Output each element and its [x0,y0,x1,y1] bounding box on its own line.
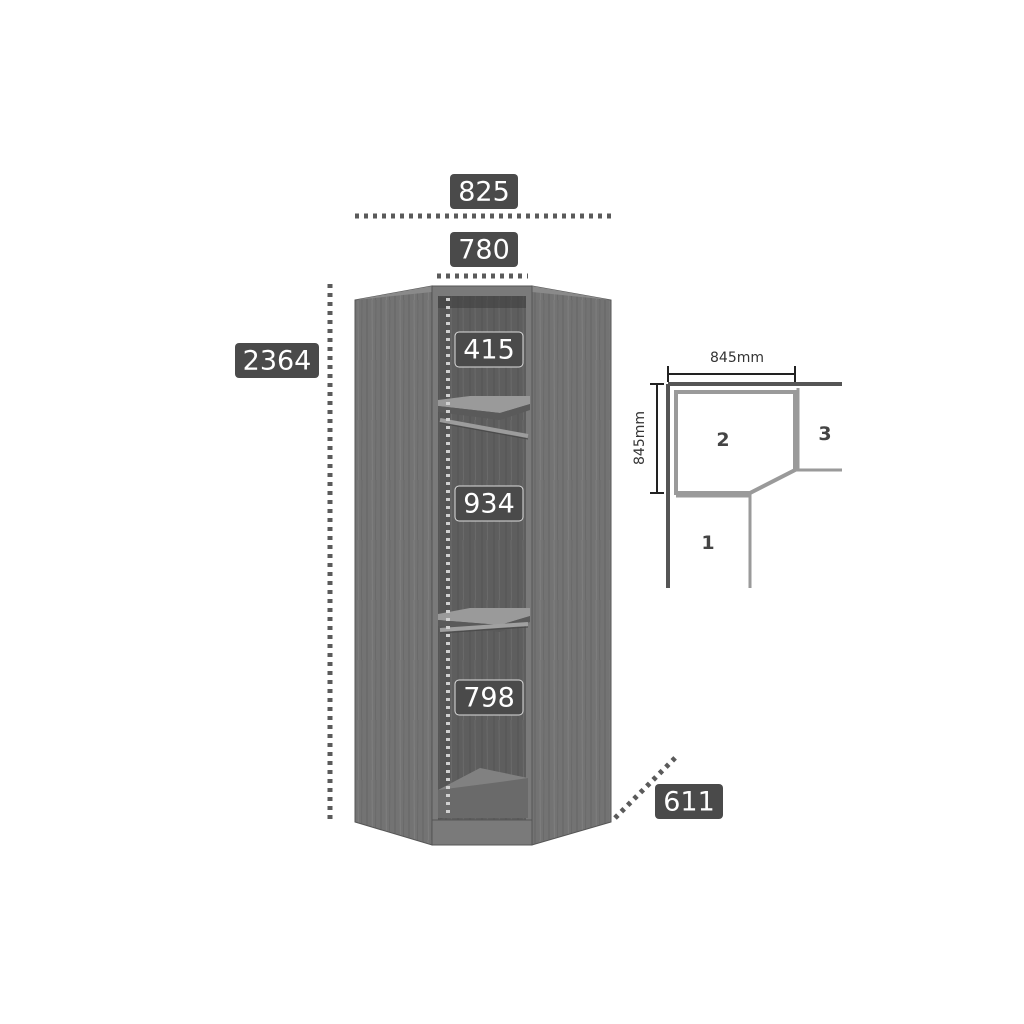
plan-corner-unit [674,390,797,495]
plan-depth-label: 845mm [632,411,648,465]
plan-width-label: 845mm [710,350,764,366]
plan-unit-1 [676,494,752,588]
bottom-space-label: 798 [463,683,515,714]
dimension-lines [327,213,679,822]
wardrobe [354,285,612,846]
top-panel [355,286,611,300]
shelf-lower [438,608,530,634]
depth-label: 611 [663,787,715,818]
badge-middle-space: 934 [454,485,524,522]
zone-1-label: 1 [701,532,714,554]
right-side-panel [531,285,612,846]
middle-space-label: 934 [463,489,515,520]
left-side-panel [354,285,433,846]
badge-total-width: 825 [450,174,518,209]
zone-3-label: 3 [818,423,831,445]
base-panel [431,768,533,846]
inner-back [438,296,526,820]
badge-bottom-space: 798 [454,679,524,716]
badge-inner-width: 780 [450,232,518,267]
depth-line [613,754,679,820]
inner-shade-top [438,296,526,308]
badge-height: 2364 [235,343,319,378]
badge-depth: 611 [655,784,723,819]
height-label: 2364 [243,346,312,377]
total-width-label: 825 [458,177,510,208]
inner-shade-left [438,296,450,820]
inner-width-label: 780 [458,235,510,266]
badge-top-space: 415 [454,331,524,368]
top-space-label: 415 [463,335,515,366]
zone-2-label: 2 [716,429,729,451]
shelf-upper [438,396,530,440]
plan-unit-3 [796,388,842,472]
floor-plan: 845mm 845mm 1 2 3 [632,350,842,588]
